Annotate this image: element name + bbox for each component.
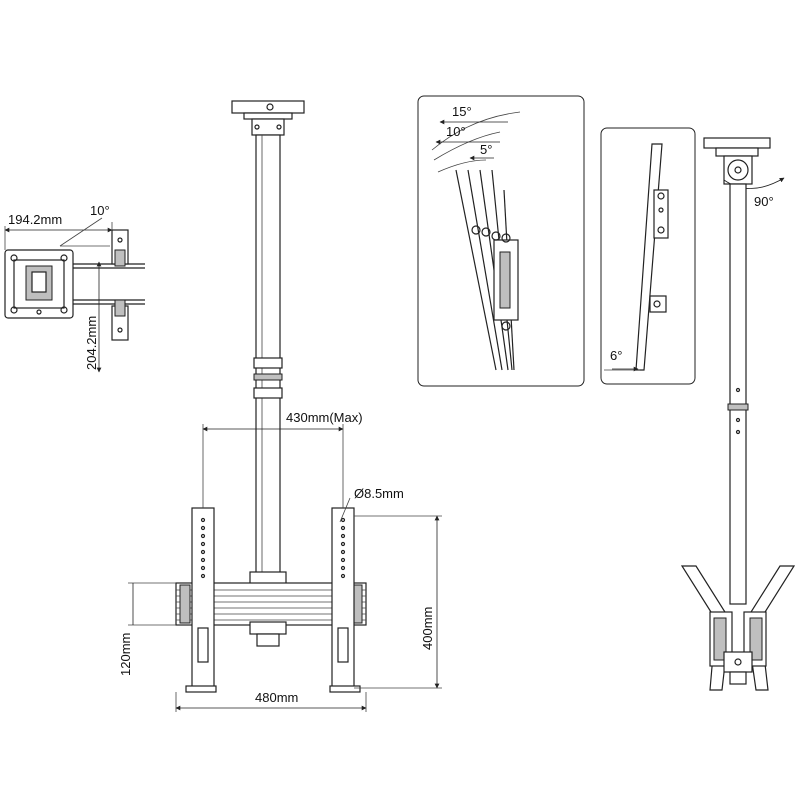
tilt-5-label: 5° — [480, 142, 492, 157]
front-view: 430mm(Max) Ø8.5mm 480mm 400mm 120mm — [118, 100, 442, 712]
side-tilt-box: 6° — [600, 127, 696, 385]
tilt-detail-box: 15° 10° 5° — [417, 95, 585, 387]
side-view: 90° — [680, 137, 796, 691]
swivel-label: 90° — [754, 194, 774, 209]
tilt-15-label: 15° — [452, 104, 472, 119]
rail-width-label: 480mm — [255, 690, 298, 705]
top-view: 194.2mm 10° 204.2mm — [4, 203, 145, 373]
top-angle-label: 10° — [90, 203, 110, 218]
rail-offset-label: 120mm — [118, 633, 133, 676]
bracket-height-label: 400mm — [420, 607, 435, 650]
top-width-label: 194.2mm — [8, 212, 62, 227]
hole-diameter-label: Ø8.5mm — [354, 486, 404, 501]
tilt-6-label: 6° — [610, 348, 622, 363]
span-max-label: 430mm(Max) — [286, 410, 363, 425]
top-height-label: 204.2mm — [84, 316, 99, 370]
tilt-10-label: 10° — [446, 124, 466, 139]
